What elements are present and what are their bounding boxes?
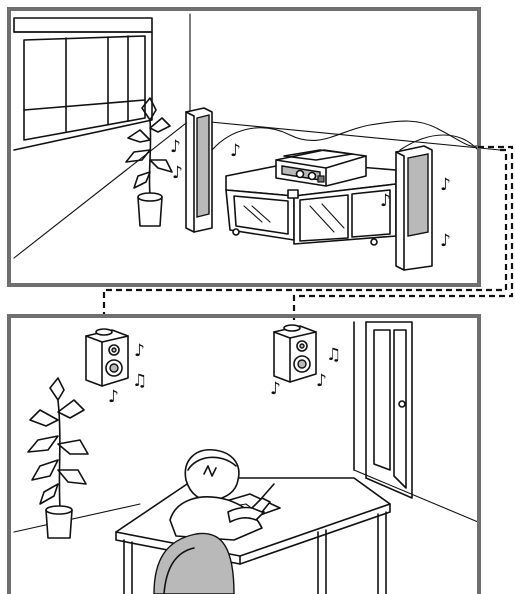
music-note-icon: ♪ — [172, 163, 183, 183]
window-valance — [14, 18, 152, 32]
music-note-icon: ♪ — [230, 141, 241, 161]
double-note-icon: ♫ — [132, 371, 147, 391]
potted-plant — [28, 378, 88, 538]
right-tower-speaker — [396, 146, 432, 270]
chair — [154, 533, 234, 594]
left-tower-speaker — [186, 108, 212, 232]
main-room-panel: ♪ ♪ ♪ ♪ ♪ ♪ — [9, 9, 500, 285]
cabinet-latch — [288, 190, 298, 198]
music-note-icon: ♪ — [170, 137, 181, 157]
music-note-icon: ♪ — [380, 191, 391, 211]
window — [14, 18, 152, 150]
music-note-icon: ♪ — [440, 175, 451, 195]
right-ceiling-speaker — [274, 325, 316, 382]
music-note-icon: ♪ — [440, 231, 451, 251]
second-room-panel: ♪ ♫ ♪ ♫ ♪ ♪ — [9, 316, 479, 594]
music-note-icon: ♪ — [108, 387, 119, 407]
music-note-icon: ♪ — [316, 371, 327, 391]
door — [354, 322, 412, 498]
music-note-icon: ♪ — [134, 341, 145, 361]
double-note-icon: ♫ — [326, 345, 341, 365]
music-note-icon: ♪ — [270, 379, 281, 399]
potted-plant — [126, 98, 172, 226]
left-ceiling-speaker — [86, 329, 128, 386]
